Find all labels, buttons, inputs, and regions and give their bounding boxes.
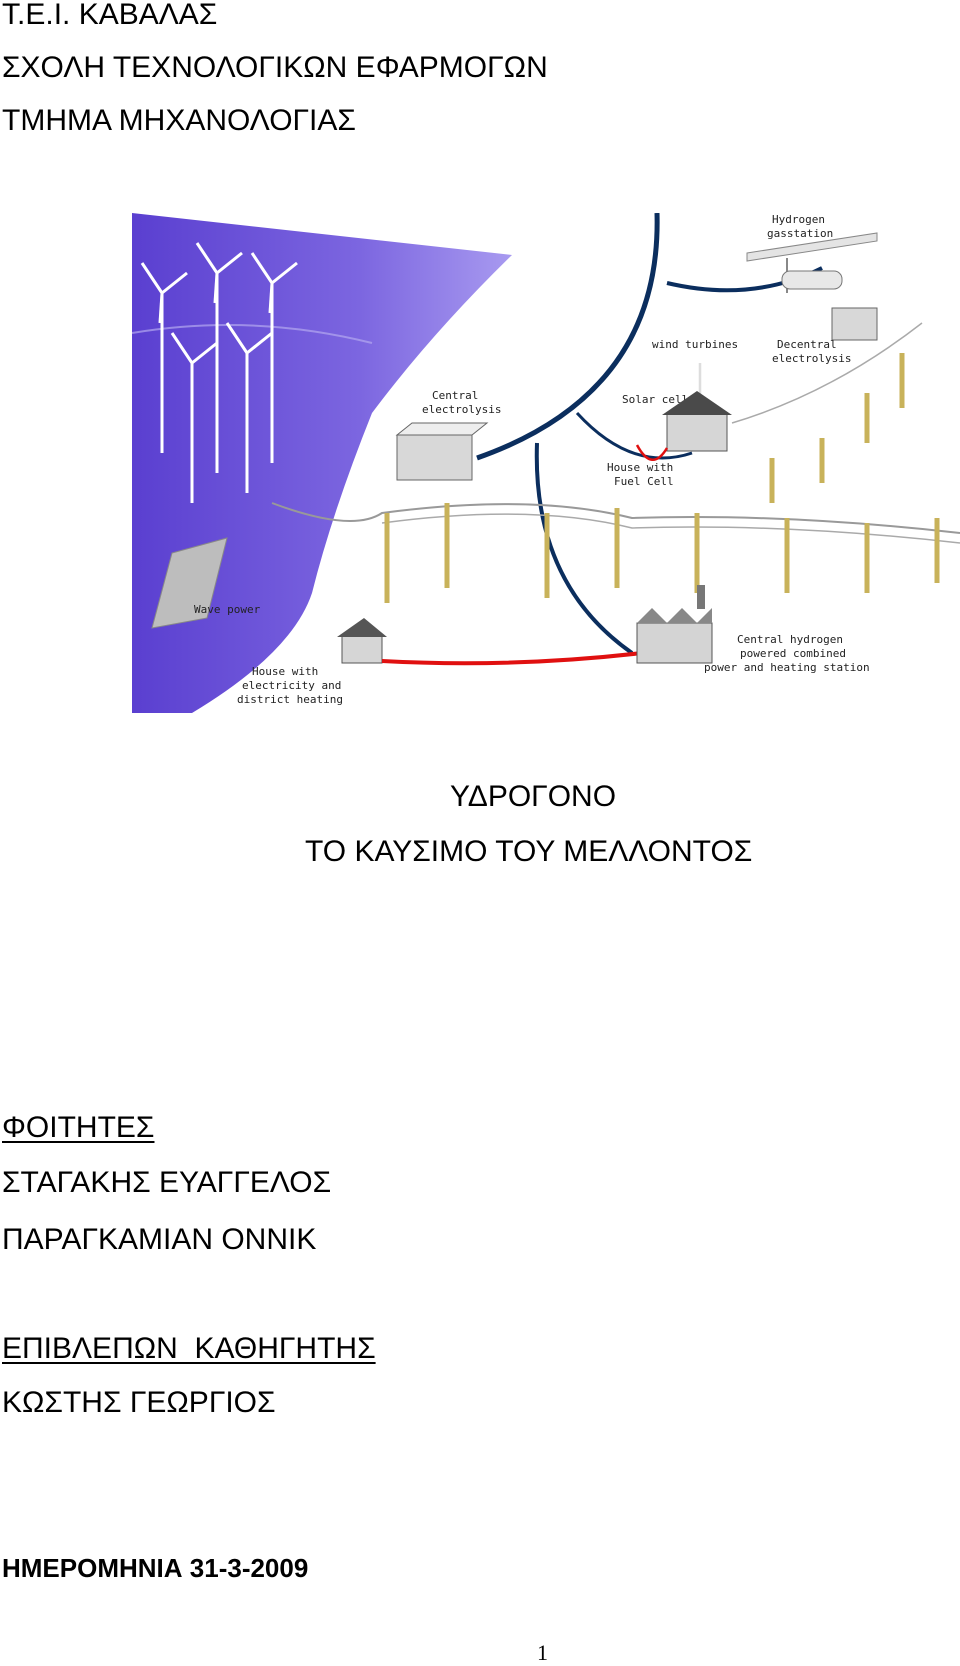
wave-power-label: Wave power bbox=[194, 603, 261, 616]
central-station-label: Central hydrogen bbox=[737, 633, 843, 646]
central-electrolysis-label: Central bbox=[432, 389, 478, 402]
svg-text:powered combined: powered combined bbox=[740, 647, 846, 660]
decentral-electrolysis-label: Decentral bbox=[777, 338, 837, 351]
student-name-1: ΣΤΑΓΑΚΗΣ ΕΥΑΓΓΕΛΟΣ bbox=[2, 1166, 332, 1199]
svg-text:Fuel Cell: Fuel Cell bbox=[614, 475, 674, 488]
department-name: ΤΜΗΜΑ ΜΗΧΑΝΟΛΟΓΙΑΣ bbox=[2, 104, 356, 137]
sea-area bbox=[132, 213, 512, 713]
central-electrolysis-icon bbox=[395, 422, 489, 481]
svg-text:electricity and: electricity and bbox=[242, 679, 341, 692]
title-line-1: ΥΔΡΟΓΟΝΟ bbox=[450, 780, 617, 813]
decentral-electrolysis-icon bbox=[831, 307, 878, 341]
hydrogen-gasstation-icon bbox=[746, 232, 878, 293]
wave-power-panel-icon bbox=[151, 537, 228, 629]
house-district-heating-label: House with bbox=[252, 665, 318, 678]
svg-text:electrolysis: electrolysis bbox=[422, 403, 501, 416]
district-heating-line bbox=[381, 651, 643, 666]
house-district-heating-icon bbox=[337, 618, 387, 664]
title-line-2: ΤΟ ΚΑΥΣΙΜΟ ΤΟΥ ΜΕΛΛΟΝΤΟΣ bbox=[305, 835, 753, 868]
hydrogen-pipeline bbox=[476, 213, 660, 461]
house-fuel-cell-label: House with bbox=[607, 461, 673, 474]
supervisor-heading: ΕΠΙΒΛΕΠΩΝ ΚΑΘΗΓΗΤΗΣ bbox=[2, 1332, 376, 1365]
hydrogen-gasstation-label: Hydrogen bbox=[772, 213, 825, 226]
students-heading: ΦΟΙΤΗΤΕΣ bbox=[2, 1111, 155, 1144]
date-line: ΗΜΕΡΟΜΗΝΙΑ 31-3-2009 bbox=[2, 1553, 309, 1583]
svg-text:electrolysis: electrolysis bbox=[772, 352, 851, 365]
power-poles bbox=[384, 353, 940, 603]
svg-text:district heating: district heating bbox=[237, 693, 343, 706]
solar-cell-label: Solar cell bbox=[622, 393, 688, 406]
hydrogen-economy-figure: Wave power Central electrolysis Hydrogen… bbox=[132, 213, 960, 713]
school-name: ΣΧΟΛΗ ΤΕΧΝΟΛΟΓΙΚΩΝ ΕΦΑΡΜΟΓΩΝ bbox=[2, 51, 548, 84]
institution-name: Τ.Ε.Ι. ΚΑΒΑΛΑΣ bbox=[2, 0, 218, 31]
page-number: 1 bbox=[537, 1640, 548, 1665]
svg-text:gasstation: gasstation bbox=[767, 227, 833, 240]
wind-turbines-label: wind turbines bbox=[652, 338, 738, 351]
offshore-wind-turbines-icon bbox=[140, 242, 298, 503]
central-hydrogen-station-icon bbox=[636, 585, 713, 664]
student-name-2: ΠΑΡΑΓΚΑΜΙΑΝ ΟΝΝΙΚ bbox=[2, 1223, 317, 1256]
house-fuel-cell-icon bbox=[662, 391, 732, 452]
svg-text:power and heating station: power and heating station bbox=[704, 661, 870, 674]
supervisor-name: ΚΩΣΤΗΣ ΓΕΩΡΓΙΟΣ bbox=[2, 1386, 276, 1419]
